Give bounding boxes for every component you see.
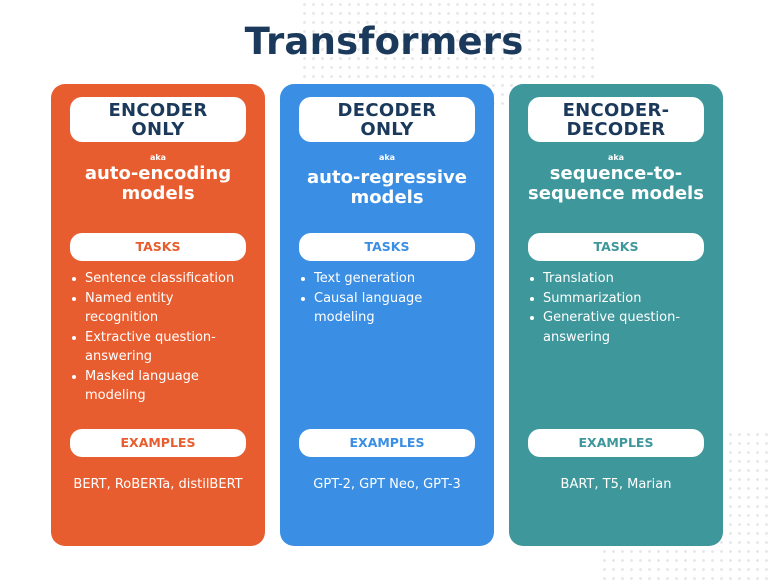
card-heading-line: ENCODER [108, 99, 208, 121]
decoder-only-card: DECODER ONLY aka auto-regressive models … [280, 84, 494, 546]
diagram-title: Transformers [244, 20, 524, 63]
card-heading-line: DECODER [337, 99, 437, 121]
task-item: Summarization [528, 289, 718, 309]
card-heading-line: DECODER [566, 118, 666, 140]
alias-line: models [350, 187, 424, 208]
examples-heading: EXAMPLES [528, 429, 704, 457]
alias-line: auto-encoding [84, 163, 232, 184]
aka-label: aka [607, 153, 625, 162]
alias-line: models [121, 183, 195, 204]
alias-name: sequence-to- sequence models [509, 164, 723, 204]
task-list: Translation Summarization Generative que… [528, 269, 718, 347]
examples-text: BART, T5, Marian [560, 477, 672, 492]
card-heading-line: ONLY [360, 118, 414, 140]
aka-label: aka [378, 153, 396, 162]
alias-line: sequence models [528, 183, 704, 204]
alias-line: sequence-to- [549, 163, 683, 184]
examples-heading: EXAMPLES [70, 429, 246, 457]
task-item: Generative question-answering [528, 308, 718, 347]
tasks-heading: TASKS [528, 233, 704, 261]
card-heading: DECODER ONLY [299, 97, 475, 142]
encoder-only-card: ENCODER ONLY aka auto-encoding models TA… [51, 84, 265, 546]
card-heading: ENCODER- DECODER [528, 97, 704, 142]
tasks-heading: TASKS [299, 233, 475, 261]
examples-text: GPT-2, GPT Neo, GPT-3 [313, 477, 461, 492]
alias-name: auto-regressive models [280, 168, 494, 208]
aka-label: aka [149, 153, 167, 162]
card-heading: ENCODER ONLY [70, 97, 246, 142]
encoder-decoder-card: ENCODER- DECODER aka sequence-to- sequen… [509, 84, 723, 546]
alias-line: auto-regressive [307, 167, 467, 188]
task-item: Translation [528, 269, 718, 289]
card-heading-line: ENCODER- [562, 99, 670, 121]
card-heading-line: ONLY [131, 118, 185, 140]
task-item: Text generation [299, 269, 489, 289]
tasks-heading: TASKS [70, 233, 246, 261]
examples-heading: EXAMPLES [299, 429, 475, 457]
alias-name: auto-encoding models [51, 164, 265, 204]
examples-text: BERT, RoBERTa, distilBERT [73, 477, 243, 492]
task-item: Extractive question-answering [70, 328, 260, 367]
task-item: Sentence classification [70, 269, 260, 289]
